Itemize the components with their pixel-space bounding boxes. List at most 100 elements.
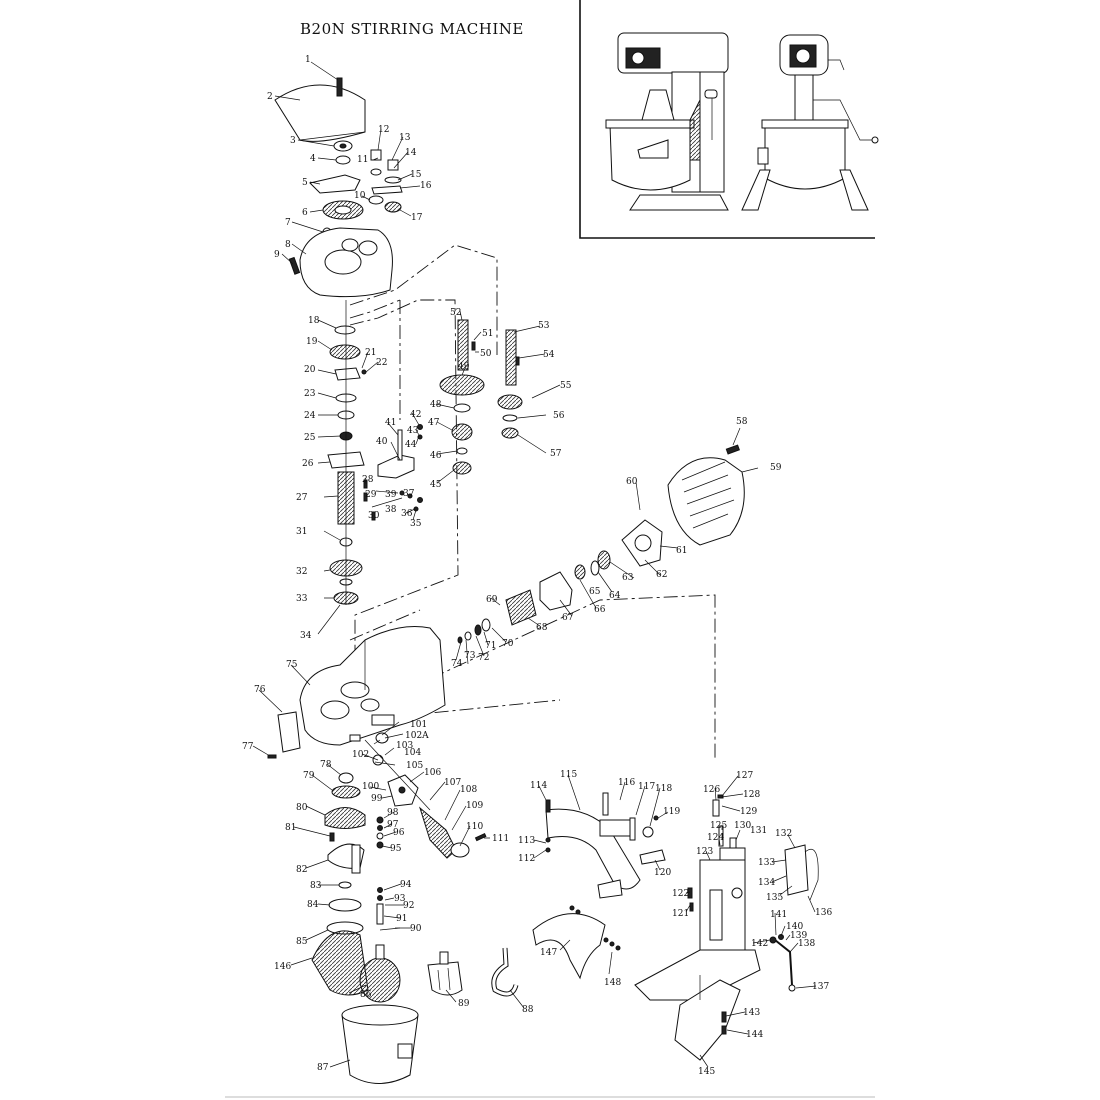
label-147: 147 — [540, 948, 557, 958]
label-16: 16 — [420, 181, 432, 191]
label-126: 126 — [703, 785, 720, 795]
label-139: 139 — [790, 931, 807, 941]
label-129: 129 — [740, 807, 757, 817]
label-21: 21 — [365, 348, 376, 358]
label-51: 51 — [482, 329, 493, 339]
label-5: 5 — [302, 178, 308, 188]
label-105: 105 — [406, 761, 423, 771]
label-140: 140 — [786, 922, 803, 932]
label-18: 18 — [308, 316, 320, 326]
label-128: 128 — [743, 790, 760, 800]
label-93: 93 — [394, 894, 406, 904]
label-78: 78 — [320, 760, 332, 770]
label-67: 67 — [562, 613, 574, 623]
label-122: 122 — [672, 889, 689, 899]
label-124: 124 — [707, 833, 724, 843]
label-97: 97 — [387, 820, 399, 830]
attachments — [311, 930, 519, 1084]
label-132: 132 — [775, 829, 792, 839]
label-138: 138 — [798, 939, 815, 949]
label-17: 17 — [411, 213, 423, 223]
label-73: 73 — [464, 651, 476, 661]
label-49: 49 — [458, 362, 470, 372]
label-77: 77 — [242, 742, 254, 752]
mixer-side-view — [605, 32, 729, 211]
label-11: 11 — [357, 155, 368, 165]
label-141: 141 — [770, 910, 787, 920]
label-89: 89 — [458, 999, 470, 1009]
mixer-front-view — [741, 34, 879, 211]
label-123: 123 — [696, 847, 713, 857]
label-56: 56 — [553, 411, 565, 421]
switch-shaft-parts — [364, 732, 487, 859]
label-43: 43 — [407, 426, 419, 436]
label-103: 103 — [396, 741, 413, 751]
label-127: 127 — [736, 771, 753, 781]
label-55: 55 — [560, 381, 572, 391]
label-69: 69 — [486, 595, 498, 605]
label-96: 96 — [393, 828, 405, 838]
label-88: 88 — [522, 1005, 534, 1015]
label-62: 62 — [656, 570, 667, 580]
label-50: 50 — [480, 349, 492, 359]
label-6: 6 — [302, 208, 308, 218]
label-79: 79 — [303, 771, 315, 781]
label-38: 38 — [385, 505, 397, 515]
label-108: 108 — [460, 785, 477, 795]
label-136: 136 — [815, 908, 832, 918]
label-53: 53 — [538, 321, 550, 331]
label-84: 84 — [307, 900, 319, 910]
label-76: 76 — [254, 685, 266, 695]
label-22: 22 — [376, 358, 387, 368]
label-29: 29 — [365, 490, 377, 500]
label-101: 101 — [410, 720, 427, 730]
bowl-lift-parts — [532, 792, 666, 980]
label-109: 109 — [466, 801, 483, 811]
label-12: 12 — [378, 125, 389, 135]
spindle-parts-column — [274, 77, 403, 605]
leader-lines — [252, 61, 817, 1068]
label-63: 63 — [622, 573, 634, 583]
label-121: 121 — [672, 909, 689, 919]
label-125: 125 — [710, 821, 727, 831]
label-144: 144 — [746, 1030, 763, 1040]
label-27: 27 — [296, 493, 308, 503]
label-28: 28 — [362, 475, 374, 485]
assembled-view-inset — [579, 0, 879, 239]
label-64: 64 — [609, 591, 621, 601]
motor-parts — [457, 444, 745, 644]
label-115: 115 — [560, 770, 577, 780]
label-102A: 102A — [405, 731, 429, 741]
label-98: 98 — [387, 808, 399, 818]
label-102: 102 — [352, 750, 369, 760]
label-23: 23 — [304, 389, 316, 399]
part-labels: 1 2 3 4 5 6 7 8 9 10 11 12 13 14 15 16 1… — [242, 55, 832, 1077]
column-and-base — [634, 794, 819, 1061]
label-58: 58 — [736, 417, 748, 427]
label-142: 142 — [751, 939, 768, 949]
label-14: 14 — [405, 148, 417, 158]
label-34: 34 — [300, 631, 312, 641]
label-40: 40 — [376, 437, 388, 447]
label-8: 8 — [285, 240, 291, 250]
label-48: 48 — [430, 400, 442, 410]
label-66: 66 — [594, 605, 606, 615]
label-10: 10 — [354, 191, 366, 201]
label-90: 90 — [410, 924, 422, 934]
label-75: 75 — [286, 660, 298, 670]
label-117: 117 — [638, 782, 655, 792]
label-131: 131 — [750, 826, 767, 836]
label-148: 148 — [604, 978, 621, 988]
label-107: 107 — [444, 778, 461, 788]
label-74: 74 — [451, 659, 463, 669]
gear-housing — [299, 626, 446, 746]
label-31: 31 — [296, 527, 307, 537]
label-104: 104 — [404, 748, 421, 758]
label-25: 25 — [304, 433, 316, 443]
label-35: 35 — [410, 519, 422, 529]
label-95: 95 — [390, 844, 402, 854]
label-68: 68 — [536, 623, 548, 633]
label-80: 80 — [296, 803, 308, 813]
label-45: 45 — [430, 480, 442, 490]
label-30: 30 — [368, 511, 380, 521]
